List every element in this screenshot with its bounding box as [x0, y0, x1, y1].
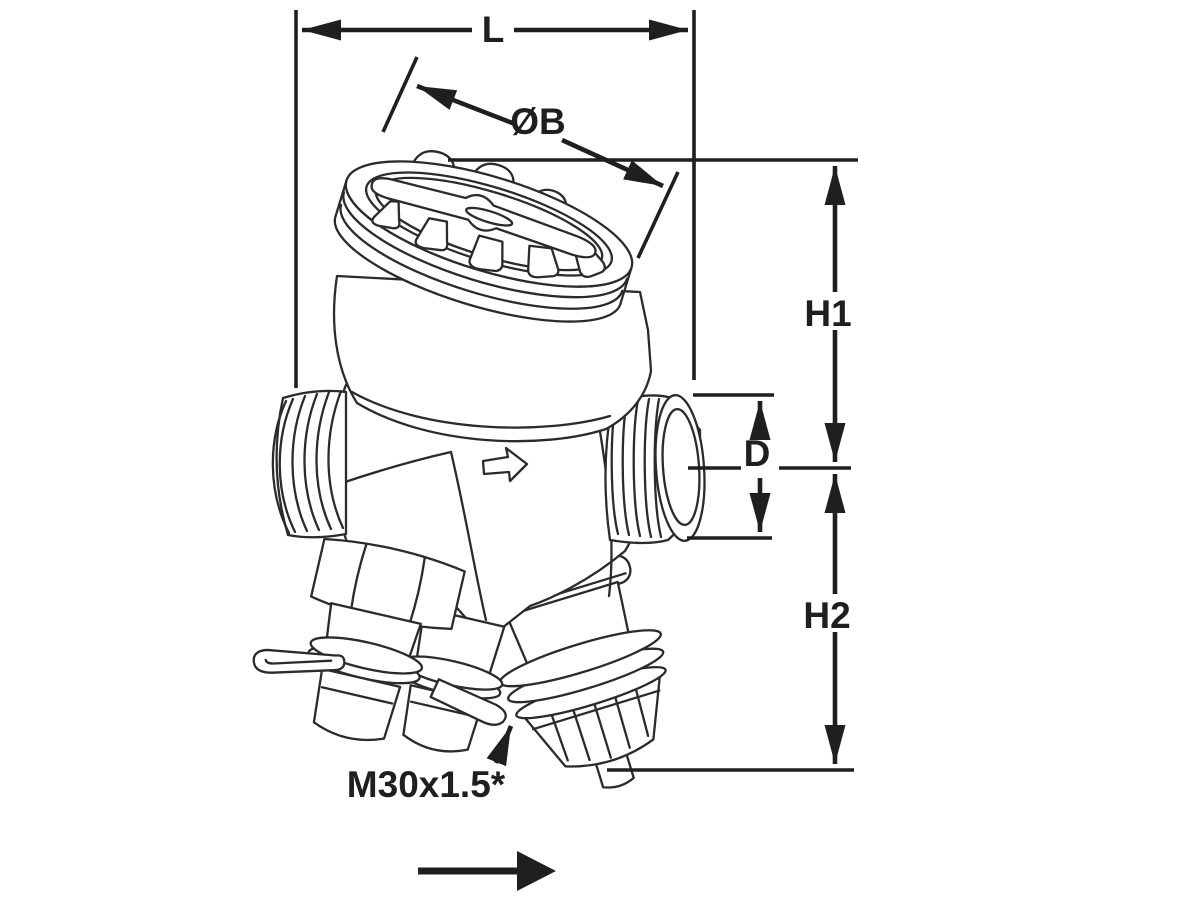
actuator-branch — [484, 554, 667, 789]
flow-direction-arrow — [418, 851, 556, 891]
right-port — [604, 394, 706, 545]
label-H1: H1 — [804, 293, 851, 334]
label-L: L — [482, 9, 505, 50]
valve-artwork — [252, 150, 706, 789]
dim-port-diameter-D: D — [687, 393, 851, 540]
cap-fin-3 — [468, 234, 504, 273]
label-H2: H2 — [803, 595, 850, 636]
left-port-threads — [291, 389, 345, 533]
label-D: D — [744, 433, 771, 474]
dim-length-L: L — [294, 9, 696, 388]
body-seam-left — [337, 450, 453, 486]
flow-arrow-head — [517, 851, 556, 891]
body-seam-center — [449, 450, 488, 622]
dim-height-H2: H2 — [607, 474, 854, 772]
dim-cap-diameter-B: ØB — [381, 56, 680, 259]
right-port-bore — [661, 407, 701, 527]
cap-slot — [464, 206, 514, 227]
cap-fin-4 — [526, 244, 560, 279]
dim-height-H1: H1 — [448, 158, 858, 462]
port1-cap — [312, 667, 402, 742]
drain-branch — [252, 537, 507, 753]
cap-fin-2 — [414, 217, 449, 252]
ob-tick-lower — [636, 171, 680, 259]
left-port — [271, 389, 348, 539]
label-thread: M30x1.5* — [347, 764, 506, 805]
thread-callout: M30x1.5* — [347, 725, 514, 805]
cap-fin-1 — [371, 200, 401, 230]
ob-tick-upper — [381, 56, 419, 133]
lever-tab — [429, 678, 507, 726]
right-port-threads — [610, 397, 663, 539]
label-OB: ØB — [510, 101, 566, 142]
protection-cap — [333, 150, 634, 323]
body-flow-arrow-icon — [481, 446, 529, 483]
port1-flange-a — [309, 636, 424, 675]
